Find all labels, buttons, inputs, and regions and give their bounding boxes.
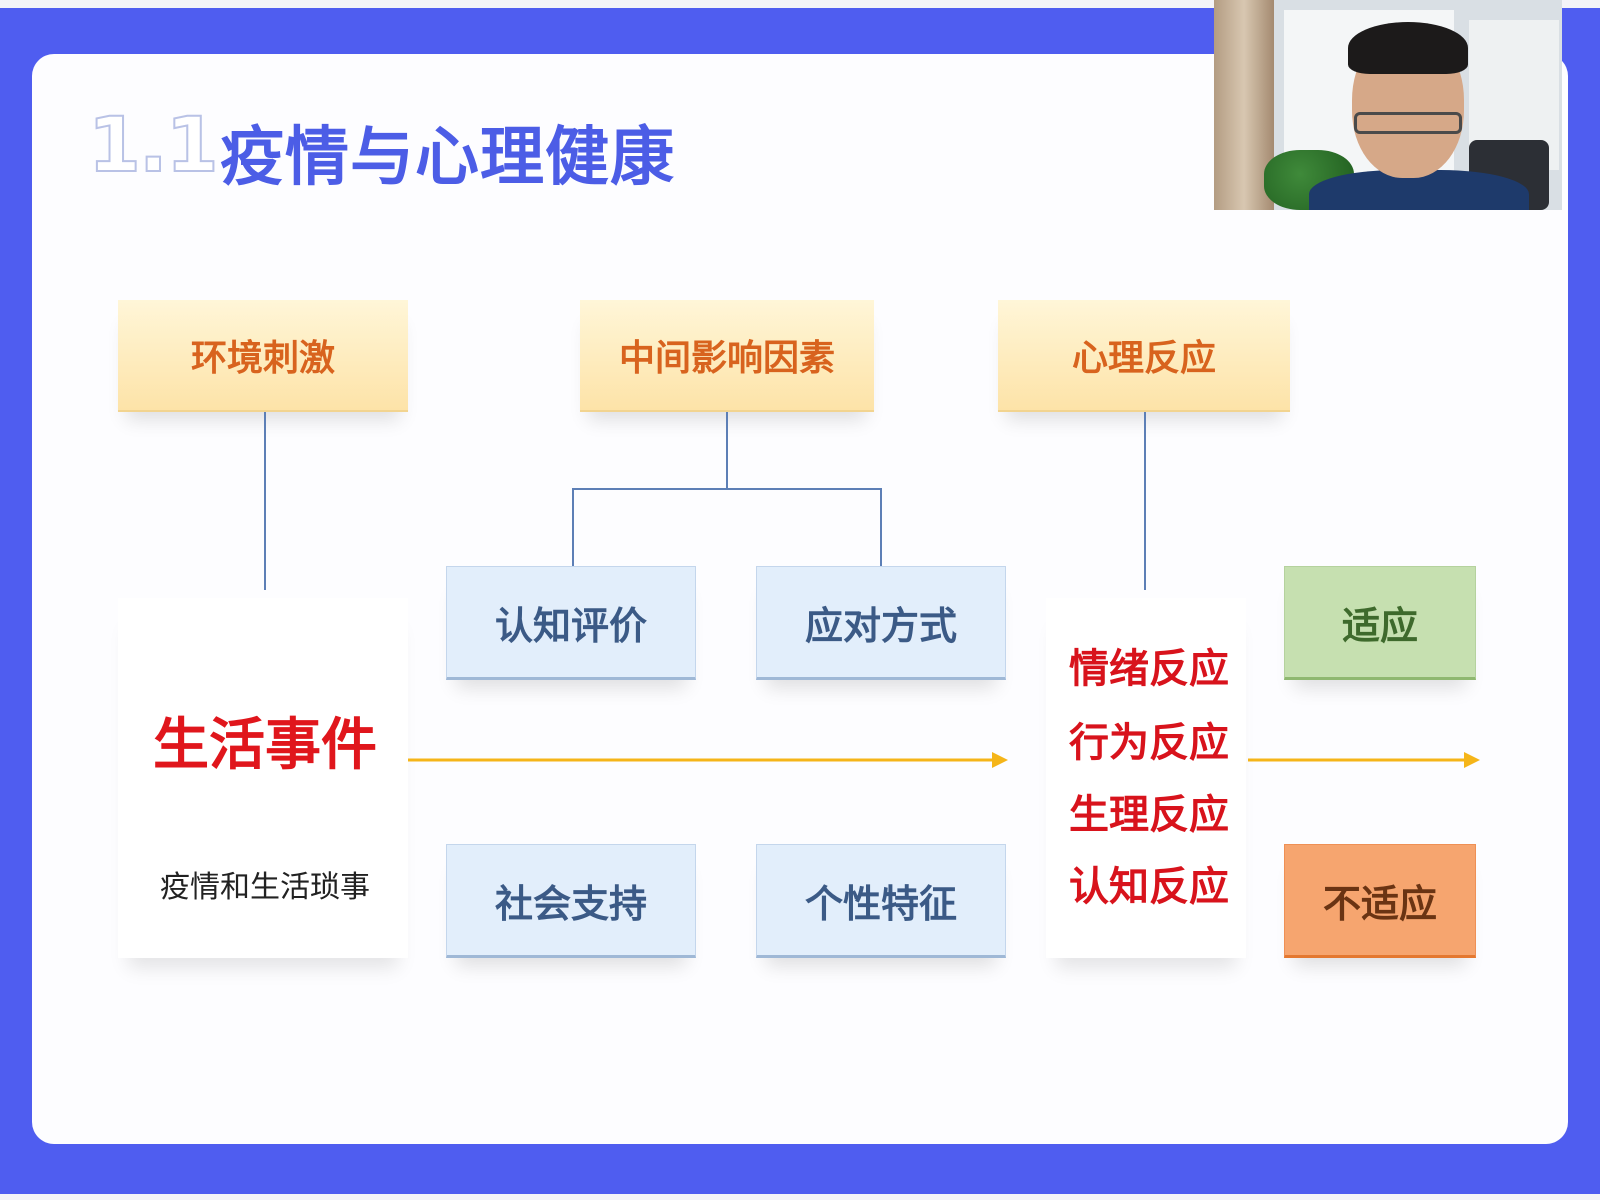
webcam-person-glasses [1354,112,1462,134]
section-number: 1.1 [87,99,220,190]
connector-response [1144,412,1146,590]
arrow-main [408,752,1008,768]
reaction-emotional: 情绪反应 [1069,646,1229,692]
header-environment-stimulus: 环境刺激 [118,300,408,412]
header-psychological-response: 心理反应 [998,300,1290,412]
webcam-person-hair [1348,22,1468,74]
slide-title: 疫情与心理健康 [220,121,675,195]
reaction-physiological: 生理反应 [1069,792,1229,838]
outcome-label: 适应 [1341,603,1418,648]
arrow-outcome [1248,752,1480,768]
factor-label: 认知评价 [494,603,647,648]
header-label: 环境刺激 [190,338,335,379]
connector-mediating-left [572,488,574,566]
factor-social-support: 社会支持 [446,844,696,958]
header-label: 中间影响因素 [618,338,835,379]
reaction-behavioral: 行为反应 [1069,720,1229,766]
outcome-label: 不适应 [1322,881,1437,926]
factor-label: 社会支持 [494,881,647,926]
life-event-panel [118,598,408,958]
factor-personality: 个性特征 [756,844,1006,958]
reactions-panel [1046,598,1246,958]
header-mediating-factors: 中间影响因素 [580,300,874,412]
connector-mediating-stem [726,412,728,490]
webcam-video-feed[interactable] [1214,0,1562,210]
connector-mediating-bar [572,488,882,490]
factor-coping-style: 应对方式 [756,566,1006,680]
connector-mediating-right [880,488,882,566]
reaction-cognitive: 认知反应 [1069,864,1229,910]
factor-cognitive-appraisal: 认知评价 [446,566,696,680]
factor-label: 个性特征 [804,881,957,926]
factor-label: 应对方式 [804,603,957,648]
life-event-title: 生活事件 [153,713,377,778]
outcome-maladapt: 不适应 [1284,844,1476,958]
connector-env [264,412,266,590]
header-label: 心理反应 [1071,338,1216,379]
outcome-adapt: 适应 [1284,566,1476,680]
life-event-subtitle: 疫情和生活琐事 [160,870,370,905]
